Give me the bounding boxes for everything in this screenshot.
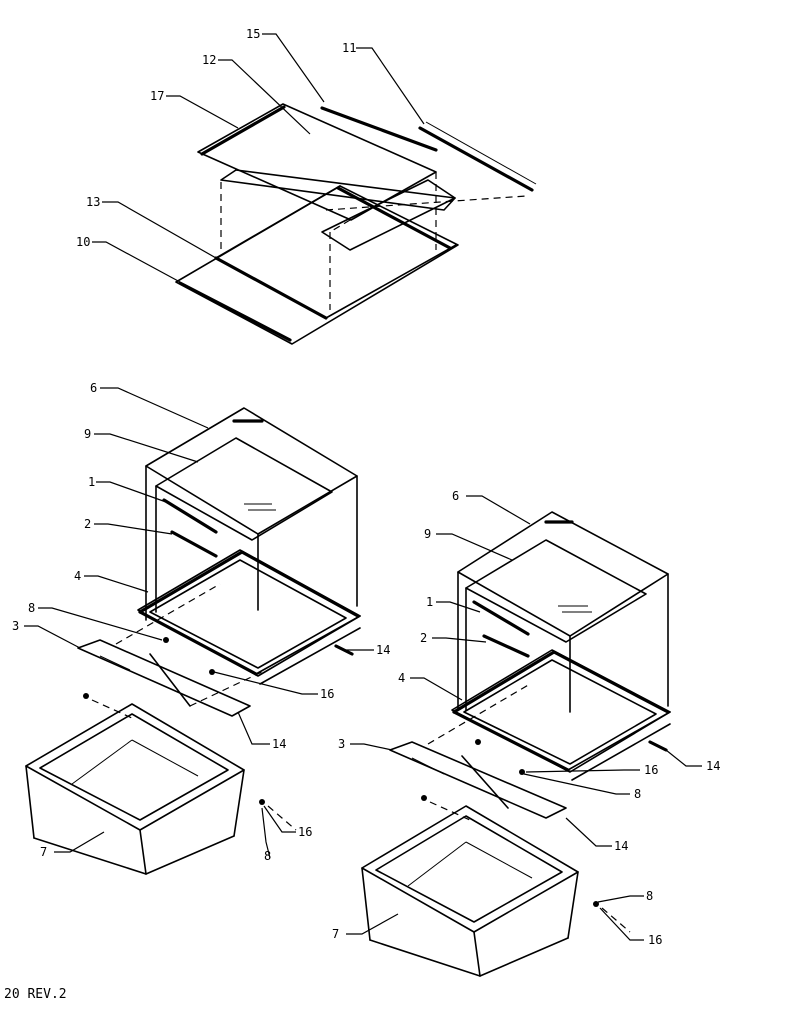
callout-8-right-a: 8 [634, 787, 641, 801]
callout-4-left: 4 [74, 569, 81, 583]
callout-8-left-a: 8 [28, 601, 35, 615]
callout-16-left-b: 16 [298, 825, 312, 839]
callout-6-right: 6 [452, 489, 459, 503]
callout-2-left: 2 [84, 517, 91, 531]
callout-10-top: 10 [76, 235, 90, 249]
callout-11-top: 11 [342, 41, 356, 55]
callout-4-right: 4 [398, 671, 405, 685]
left-crisper-assembly [25, 407, 361, 875]
callout-1-right: 1 [426, 595, 433, 609]
revision-caption: 20 REV.2 [4, 987, 67, 1002]
callout-7-right: 7 [332, 927, 339, 941]
callout-9-left: 9 [84, 427, 91, 441]
callout-7-left: 7 [40, 845, 47, 859]
callout-14-right-a: 14 [706, 759, 720, 773]
callout-9-right: 9 [424, 527, 431, 541]
callout-16-right-b: 16 [648, 933, 662, 947]
callout-17-top: 17 [150, 89, 164, 103]
callout-16-right-a: 16 [644, 763, 658, 777]
right-crisper-assembly [361, 511, 671, 977]
callout-1-left: 1 [88, 475, 95, 489]
callout-16-left-a: 16 [320, 687, 334, 701]
callout-labels: 15 11 12 17 13 10 6 9 1 2 4 8 3 14 16 14… [12, 27, 720, 947]
callout-3-left: 3 [12, 619, 19, 633]
callout-13-top: 13 [86, 195, 100, 209]
top-shelf-assembly [175, 103, 537, 345]
callout-6-left: 6 [90, 381, 97, 395]
callout-15-top: 15 [246, 27, 260, 41]
callout-3-right: 3 [338, 737, 345, 751]
callout-8-right-b: 8 [646, 889, 653, 903]
callout-8-left-b: 8 [264, 849, 271, 863]
callout-14-left-b: 14 [272, 737, 286, 751]
leader-lines [24, 33, 702, 941]
callout-14-left-a: 14 [376, 643, 390, 657]
callout-14-right-b: 14 [614, 839, 628, 853]
callout-2-right: 2 [420, 631, 427, 645]
callout-12-top: 12 [202, 53, 216, 67]
